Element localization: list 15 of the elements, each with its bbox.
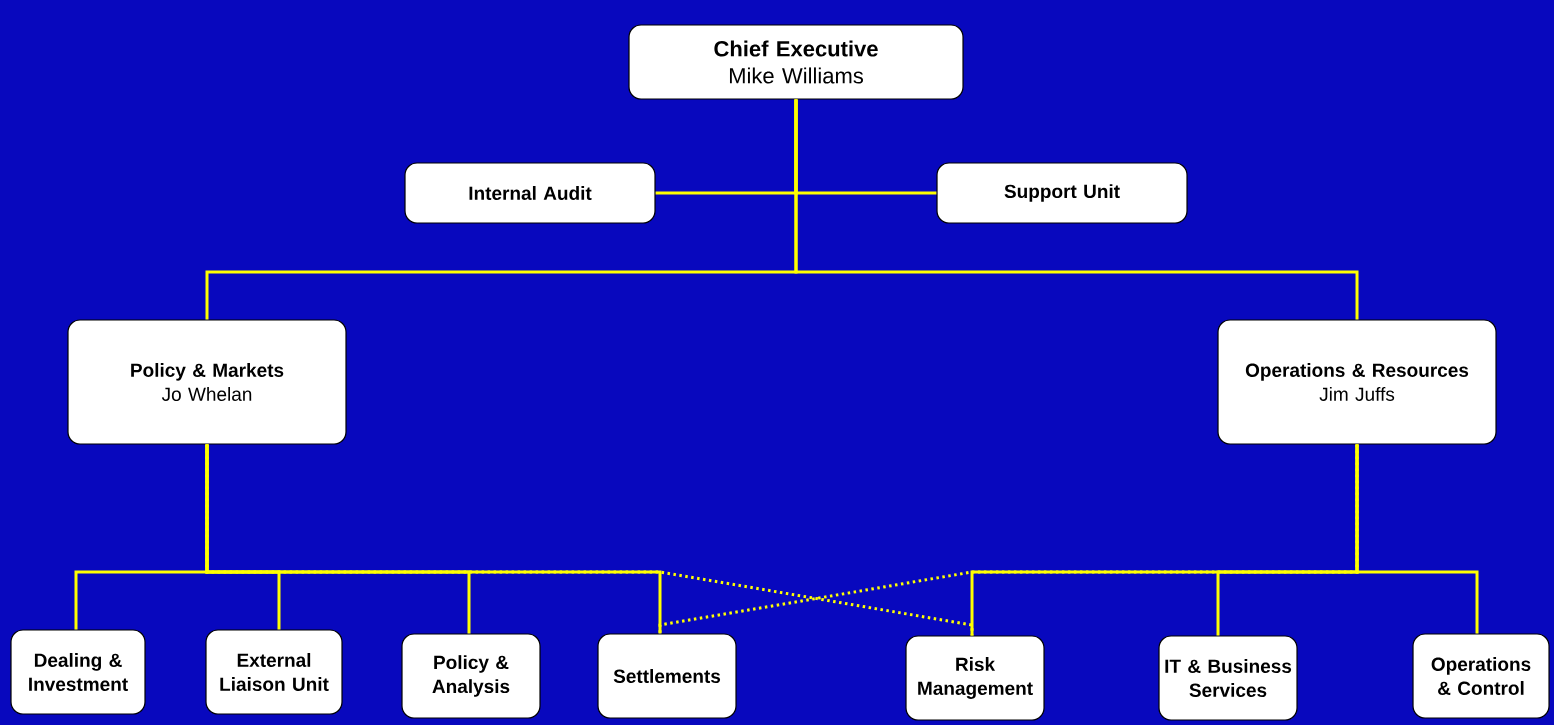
connector-line: [658, 444, 1359, 634]
org-box: Dealing & Investment: [10, 629, 146, 715]
connector-line: [794, 99, 1359, 320]
org-box: Operations & Resources Jim Juffs: [1217, 319, 1497, 445]
org-box: Risk Management: [905, 635, 1045, 721]
org-box: Operations & Control: [1412, 633, 1550, 719]
org-box: Settlements: [597, 633, 737, 719]
org-box: Chief Executive Mike Williams: [628, 24, 964, 100]
org-box: IT & Business Services: [1158, 635, 1298, 721]
org-box: Policy & Analysis: [401, 633, 541, 719]
org-box: Internal Audit: [404, 162, 656, 224]
org-box: Policy & Markets Jo Whelan: [67, 319, 347, 445]
org-box: External Liaison Unit: [205, 629, 343, 715]
connector-line: [1355, 444, 1479, 634]
org-box: Support Unit: [936, 162, 1188, 224]
